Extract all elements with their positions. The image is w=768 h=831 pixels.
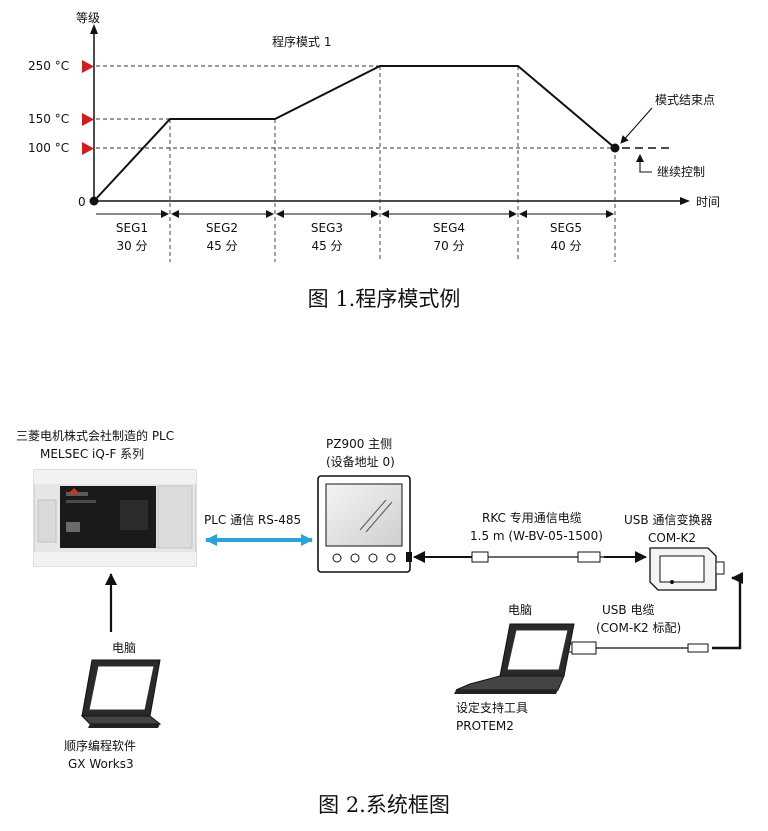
figure2-caption: 图 2.系统框图 <box>318 793 450 817</box>
usb-cable-line2: (COM-K2 标配) <box>596 621 681 635</box>
level-marker-150 <box>82 113 94 126</box>
usb-return-arrow <box>712 572 743 650</box>
plc-link-label: PLC 通信 RS-485 <box>204 513 301 527</box>
cable-label-line1: RKC 专用通信电缆 <box>482 510 582 525</box>
seg1-duration: 30 分 <box>116 239 147 253</box>
laptop-right <box>454 623 575 694</box>
y-axis-arrow <box>90 24 98 34</box>
end-point <box>610 143 620 153</box>
y-axis-label: 等级 <box>76 11 100 25</box>
pattern-title: 程序模式 1 <box>272 34 331 49</box>
level-label-150: 150 °C <box>28 112 69 126</box>
end-point-pointer <box>620 107 653 144</box>
pz-title-line1: PZ900 主侧 <box>326 437 392 451</box>
plc-title-line2: MELSEC iQ-F 系列 <box>40 447 144 461</box>
seg5-duration: 40 分 <box>550 239 581 253</box>
figure2-system-diagram: 三菱电机株式会社制造的 PLC MELSEC iQ-F 系列 PLC 通信 RS… <box>16 428 743 817</box>
laptop-left <box>80 659 162 728</box>
seg3-duration: 45 分 <box>311 239 342 253</box>
start-point <box>89 196 99 206</box>
pc-label-right: 电脑 <box>508 603 532 617</box>
x-axis-label: 时间 <box>696 195 720 209</box>
seg1-name: SEG1 <box>116 221 148 235</box>
tool-line2: PROTEM2 <box>456 719 514 733</box>
level-marker-250 <box>82 60 94 73</box>
plc-title-line1: 三菱电机株式会社制造的 PLC <box>16 428 174 443</box>
plc-device <box>33 469 197 567</box>
level-label-100: 100 °C <box>28 141 69 155</box>
tool-line1: 设定支持工具 <box>456 700 528 715</box>
x-axis-arrow <box>680 197 690 205</box>
seg4-name: SEG4 <box>433 221 465 235</box>
figure1-program-pattern: 等级 时间 程序模式 1 250 °C 150 °C 100 °C 0 模式结束… <box>28 11 720 311</box>
end-point-label: 模式结束点 <box>655 93 715 107</box>
usb-cable <box>563 641 709 655</box>
cable-label-line2: 1.5 m (W-BV-05-1500) <box>470 529 603 543</box>
continue-label: 继续控制 <box>657 165 705 179</box>
continue-pointer <box>636 154 652 173</box>
usb-converter-device <box>649 547 725 591</box>
level-marker-100 <box>82 142 94 155</box>
software-line2: GX Works3 <box>68 757 134 771</box>
seg3-name: SEG3 <box>311 221 343 235</box>
seg2-name: SEG2 <box>206 221 238 235</box>
level-label-250: 250 °C <box>28 59 69 73</box>
pc-label-left: 电脑 <box>112 641 136 655</box>
usb-converter-line1: USB 通信变换器 <box>624 512 712 527</box>
seg2-duration: 45 分 <box>206 239 237 253</box>
usb-cable-line1: USB 电缆 <box>602 603 654 617</box>
program-pattern-line <box>93 65 616 202</box>
seg5-name: SEG5 <box>550 221 582 235</box>
pz900-controller <box>317 475 412 573</box>
pz-title-line2: (设备地址 0) <box>326 455 395 469</box>
software-line1: 顺序编程软件 <box>64 738 136 753</box>
figure1-caption: 图 1.程序模式例 <box>308 287 461 311</box>
usb-converter-line2: COM-K2 <box>648 531 696 545</box>
rkc-cable <box>471 551 604 563</box>
level-label-0: 0 <box>78 195 86 209</box>
seg4-duration: 70 分 <box>433 239 464 253</box>
